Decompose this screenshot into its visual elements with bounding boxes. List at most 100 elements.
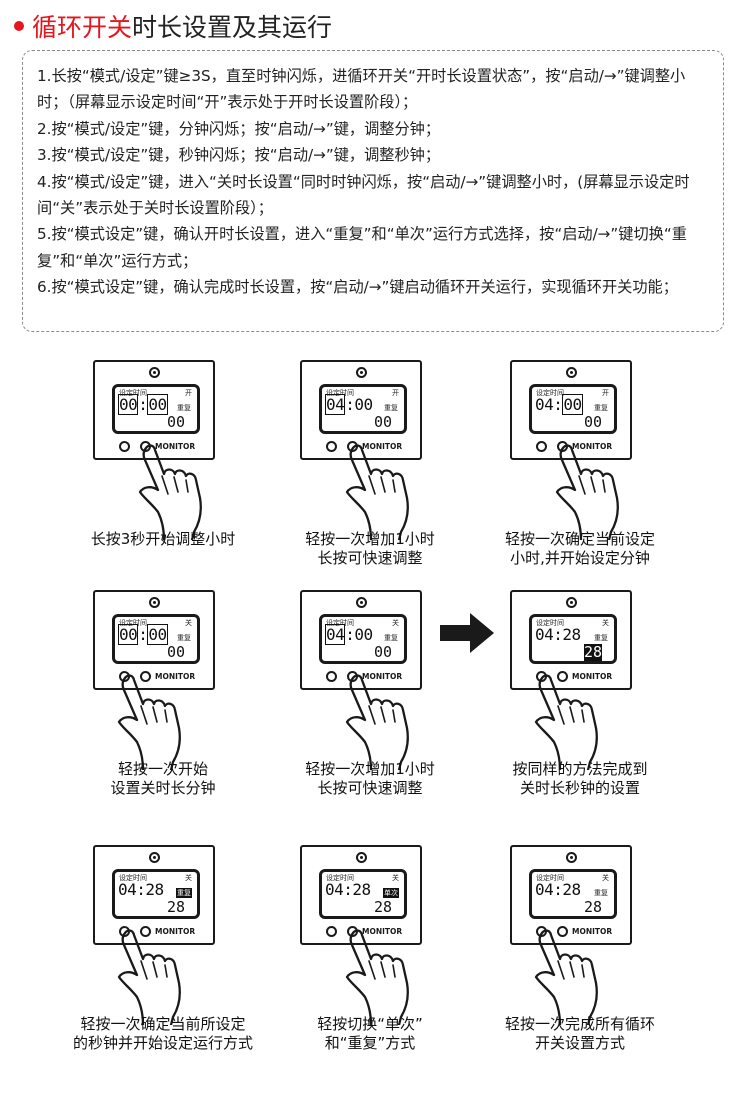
step-illustration: 设定时间 关 04:28 重复 28 MONITOR 轻按一次确定当前所设定的秒… <box>73 845 303 1075</box>
screen-label: 设定时间 <box>536 874 564 882</box>
start-button[interactable] <box>140 926 151 937</box>
bullet-dot-icon <box>14 21 24 31</box>
monitor-label: MONITOR <box>572 442 613 451</box>
screen-time: 04:00 <box>325 394 373 415</box>
lcd-screen: 设定时间 开 04:00 重复 00 <box>529 384 617 434</box>
screen-time: 04:00 <box>535 394 583 415</box>
arrow-right-icon <box>440 613 494 653</box>
screen-seconds: 00 <box>166 643 185 661</box>
knob-icon <box>566 852 577 863</box>
screen-repeat-mode: 重复 <box>176 888 192 898</box>
timer-panel: 设定时间 开 00:00 重复 00 MONITOR <box>93 360 215 460</box>
pointing-hand-icon <box>514 925 614 1027</box>
step-illustration: 设定时间 开 04:00 重复 00 MONITOR 轻按一次增加1小时长按可快… <box>290 360 510 590</box>
start-button[interactable] <box>557 671 568 682</box>
monitor-label: MONITOR <box>155 927 196 936</box>
screen-label: 设定时间 <box>536 389 564 397</box>
timer-panel: 设定时间 关 04:00 重复 00 MONITOR <box>300 590 422 690</box>
monitor-label: MONITOR <box>572 927 613 936</box>
screen-label: 设定时间 <box>326 874 354 882</box>
knob-icon <box>356 597 367 608</box>
step-illustration: 设定时间 关 00:00 重复 00 MONITOR 轻按一次开始设置关时长分钟 <box>83 590 303 820</box>
caption-line: 轻按一次开始 <box>117 760 208 778</box>
screen-time: 04:28 <box>325 880 371 899</box>
mode-button[interactable] <box>326 671 337 682</box>
screen-seconds: 00 <box>166 413 185 431</box>
screen-mode: 开 <box>392 389 399 397</box>
screen-seconds: 28 <box>373 898 392 916</box>
screen-mode: 关 <box>392 619 399 627</box>
pointing-hand-icon <box>118 440 218 542</box>
monitor-label: MONITOR <box>362 672 403 681</box>
screen-label: 设定时间 <box>119 874 147 882</box>
lcd-screen: 设定时间 关 04:28 重复 28 <box>529 614 617 664</box>
caption-line: 轻按一次确定当前设定 <box>504 530 655 548</box>
screen-mode: 关 <box>602 874 609 882</box>
caption-line: 长按可快速调整 <box>317 779 423 797</box>
pointing-hand-icon <box>535 440 635 542</box>
instruction-line: 3.按“模式/设定”键，秒钟闪烁；按“启动/→”键，调整秒钟； <box>37 146 441 165</box>
timer-panel: 设定时间 关 04:28 重复 28 MONITOR <box>93 845 215 945</box>
screen-seconds: 00 <box>373 413 392 431</box>
instruction-line: 4.按“模式/设定”键，进入“关时长设置“同时时钟闪烁，按“启动/→”键调整小时… <box>37 172 690 218</box>
step-caption: 轻按一次开始设置关时长分钟 <box>63 760 263 798</box>
caption-line: 和“重复”方式 <box>324 1034 416 1052</box>
step-caption: 轻按一次增加1小时长按可快速调整 <box>270 760 470 798</box>
monitor-label: MONITOR <box>362 442 403 451</box>
step-caption: 轻按切换“单次”和“重复”方式 <box>270 1015 470 1053</box>
pointing-hand-icon <box>325 440 425 542</box>
timer-panel: 设定时间 关 04:28 单次 28 MONITOR <box>300 845 422 945</box>
step-illustration: 设定时间 开 00:00 重复 00 MONITOR 长按3秒开始调整小时 <box>83 360 303 590</box>
step-illustration: 设定时间 开 04:00 重复 00 MONITOR 轻按一次确定当前设定小时,… <box>500 360 720 590</box>
mode-button[interactable] <box>326 441 337 452</box>
screen-repeat-mode: 重复 <box>594 889 608 897</box>
mode-button[interactable] <box>326 926 337 937</box>
knob-icon <box>149 367 160 378</box>
caption-line: 开关设置方式 <box>534 1034 625 1052</box>
screen-repeat-mode: 重复 <box>177 634 191 642</box>
timer-panel: 设定时间 关 04:28 重复 28 MONITOR <box>510 845 632 945</box>
pointing-hand-icon <box>97 670 197 772</box>
monitor-label: MONITOR <box>572 672 613 681</box>
step-illustration: 设定时间 关 04:28 单次 28 MONITOR 轻按切换“单次”和“重复”… <box>290 845 510 1075</box>
step-illustration: 设定时间 关 04:28 重复 28 MONITOR 轻按一次完成所有循环开关设… <box>500 845 720 1075</box>
timer-panel: 设定时间 开 04:00 重复 00 MONITOR <box>510 360 632 460</box>
screen-time: 04:28 <box>535 625 581 644</box>
pointing-hand-icon <box>514 670 614 772</box>
step-caption: 轻按一次完成所有循环开关设置方式 <box>480 1015 680 1053</box>
caption-line: 按同样的方法完成到 <box>512 760 648 778</box>
mode-button[interactable] <box>119 441 130 452</box>
mode-button[interactable] <box>536 441 547 452</box>
monitor-label: MONITOR <box>155 442 196 451</box>
caption-line: 设置关时长分钟 <box>110 779 216 797</box>
instruction-line: 1.长按“模式/设定”键≥3S，直至时钟闪烁，进循环开关“开时长设置状态”，按“… <box>37 67 686 112</box>
screen-seconds: 28 <box>583 898 602 916</box>
start-button[interactable] <box>140 671 151 682</box>
start-button[interactable] <box>557 926 568 937</box>
lcd-screen: 设定时间 关 04:28 重复 28 <box>112 869 200 919</box>
knob-icon <box>566 597 577 608</box>
lcd-screen: 设定时间 关 04:28 重复 28 <box>529 869 617 919</box>
step-illustration: 设定时间 关 04:28 重复 28 MONITOR 按同样的方法完成到关时长秒… <box>500 590 720 820</box>
pointing-hand-icon <box>97 925 197 1027</box>
screen-seconds: 28 <box>583 643 602 661</box>
screen-time: 00:00 <box>118 624 168 645</box>
lcd-screen: 设定时间 开 00:00 重复 00 <box>112 384 200 434</box>
timer-panel: 设定时间 关 00:00 重复 00 MONITOR <box>93 590 215 690</box>
timer-panel: 设定时间 关 04:28 重复 28 MONITOR <box>510 590 632 690</box>
caption-line: 的秒钟并开始设定运行方式 <box>72 1034 253 1052</box>
title-rest: 时长设置及其运行 <box>132 13 333 42</box>
screen-mode: 开 <box>602 389 609 397</box>
screen-mode: 关 <box>602 619 609 627</box>
screen-seconds: 28 <box>166 898 185 916</box>
screen-repeat-mode: 重复 <box>384 634 398 642</box>
screen-label: 设定时间 <box>119 619 147 627</box>
caption-line: 关时长秒钟的设置 <box>519 779 640 797</box>
screen-repeat-mode: 单次 <box>383 888 399 898</box>
step-caption: 长按3秒开始调整小时 <box>63 530 263 549</box>
knob-icon <box>149 597 160 608</box>
screen-repeat-mode: 重复 <box>384 404 398 412</box>
caption-line: 轻按一次完成所有循环 <box>504 1015 655 1033</box>
step-caption: 轻按一次增加1小时长按可快速调整 <box>270 530 470 568</box>
screen-seconds: 00 <box>373 643 392 661</box>
